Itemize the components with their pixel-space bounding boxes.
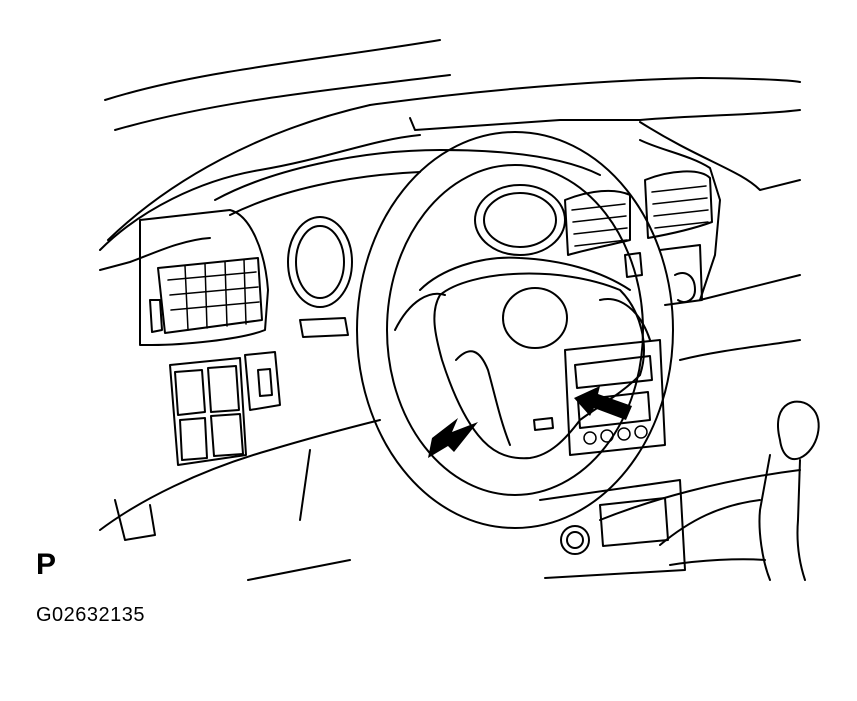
- dashboard-body: [100, 135, 800, 580]
- callout-arrows: [428, 386, 632, 458]
- right-dash-controls: [625, 245, 702, 305]
- left-switch-panel: [170, 352, 280, 465]
- center-air-vents: [565, 171, 712, 255]
- gear-shifter: [660, 402, 819, 580]
- left-clip-location-arrow: [428, 418, 478, 458]
- figure-code: G02632135: [36, 604, 146, 626]
- steering-wheel-pad: [434, 274, 644, 459]
- windshield-lines: [105, 40, 800, 240]
- steering-wheel: [357, 132, 673, 528]
- view-letter: P: [36, 548, 57, 581]
- center-console: [540, 340, 685, 578]
- left-air-vent: [140, 210, 268, 345]
- right-clip-location-arrow: [574, 386, 632, 420]
- instrument-cluster: [215, 150, 600, 337]
